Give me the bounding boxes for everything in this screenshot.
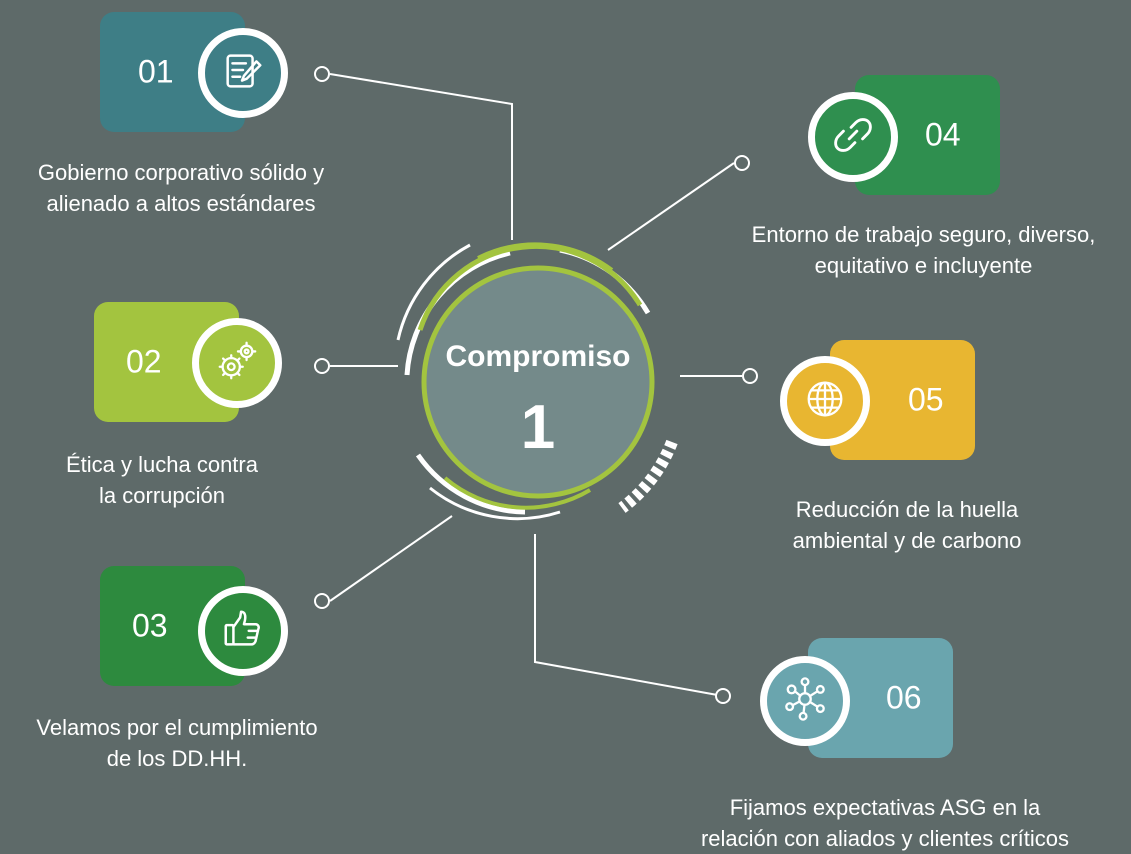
label-04: Entorno de trabajo seguro, diverso, equi… [751,222,1096,278]
label-01: Gobierno corporativo sólido y alienado a… [37,160,325,216]
icon-badge-02 [192,318,282,408]
icon-badge-05 [780,356,870,446]
icon-badge-03 [198,586,288,676]
card-number: 06 [886,679,922,716]
document-edit-icon [220,48,266,99]
connector-end-dots [314,66,758,704]
card-number: 02 [126,343,162,380]
globe-icon [802,376,848,427]
icon-badge-01 [198,28,288,118]
center-title: Compromiso [445,340,631,373]
link-icon [830,112,876,163]
icon-badge-06 [760,656,850,746]
connector-04 [607,162,735,251]
center-disc [424,268,652,496]
center-number: 1 [520,393,556,462]
center-disc-border [421,265,655,499]
card-number: 05 [908,381,944,418]
icon-badge-04 [808,92,898,182]
network-icon [782,676,828,727]
central-ring [396,242,678,521]
connector-01 [329,73,513,240]
label-02: Ética y lucha contra la corrupción [66,452,258,508]
thumbs-up-icon [220,606,266,657]
card-number: 03 [132,607,168,644]
connector-03 [329,515,453,602]
gears-icon [214,338,260,389]
card-number: 04 [925,116,961,153]
card-number: 01 [138,53,174,90]
connector-06 [534,534,724,697]
label-06: Fijamos expectativas ASG en la relación … [700,795,1070,851]
label-05: Reducción de la huella ambiental y de ca… [792,497,1022,553]
label-03: Velamos por el cumplimiento de los DD.HH… [36,715,318,771]
